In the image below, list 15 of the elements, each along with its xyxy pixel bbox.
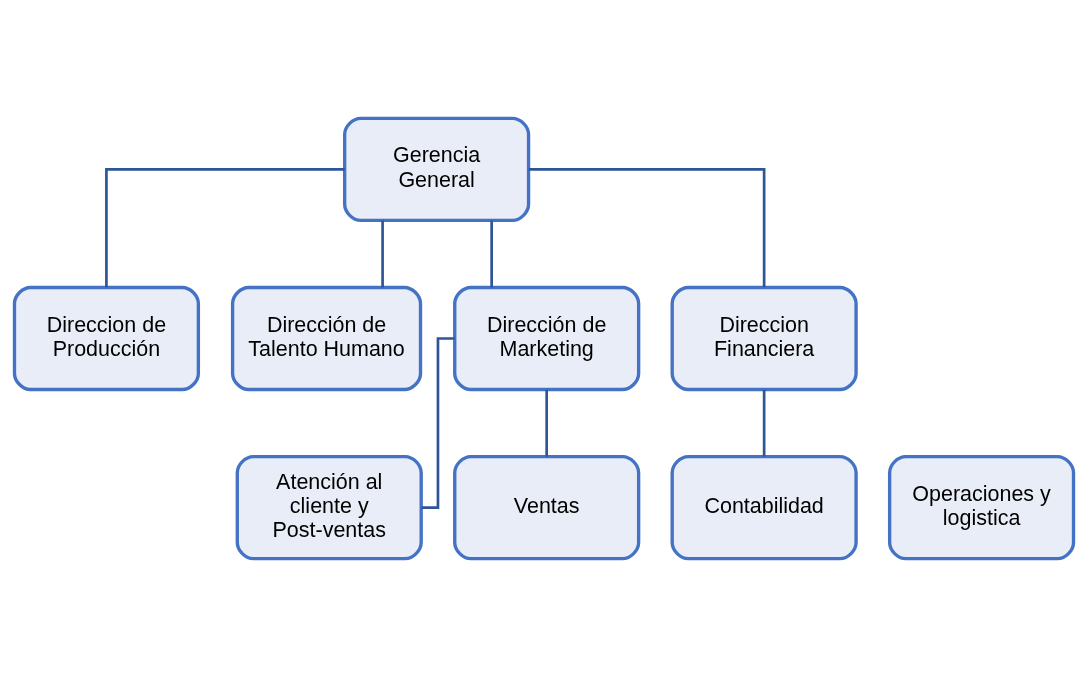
node-box: Direccion Financiera	[670, 285, 858, 392]
connector	[528, 168, 766, 288]
node-box: Atención al cliente y Post-ventas	[235, 454, 423, 561]
node-box: Contabilidad	[670, 454, 858, 561]
connector	[490, 220, 493, 288]
connector	[762, 389, 766, 457]
node-box: Gerencia General	[343, 116, 531, 223]
node-box: Dirección de Talento Humano	[230, 285, 423, 392]
node-box: Direccion de Producción	[12, 285, 201, 392]
connector	[105, 168, 345, 288]
connector	[545, 389, 548, 457]
node-box: Dirección de Marketing	[453, 285, 641, 392]
connector	[381, 220, 384, 288]
node-box: Operaciones y logistica	[887, 454, 1076, 561]
node-box: Ventas	[453, 454, 641, 561]
